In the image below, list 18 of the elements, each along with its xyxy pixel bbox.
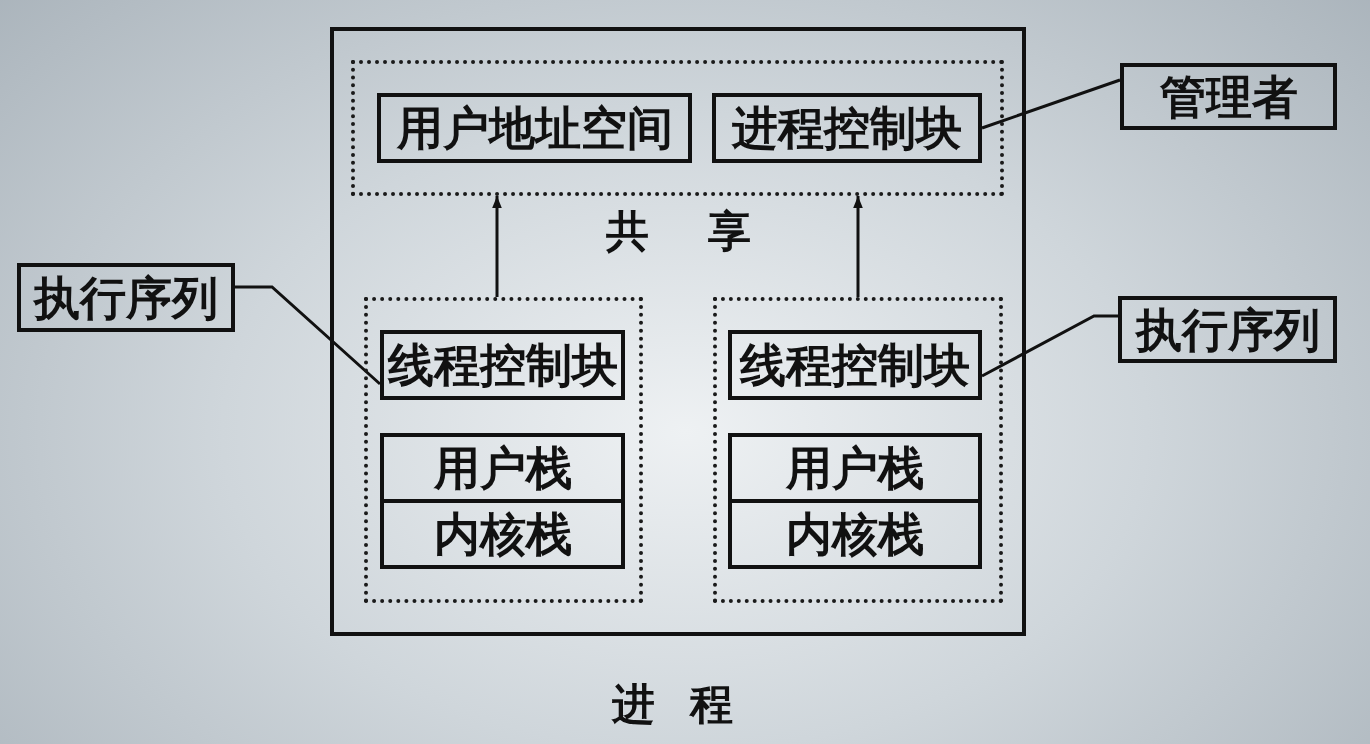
dotted-group-frame — [364, 297, 643, 603]
arrow — [853, 196, 863, 297]
text-box: 用户地址空间 — [377, 93, 692, 163]
callout-box: 执行序列 — [1118, 296, 1337, 363]
frame-caption: 进程 — [612, 682, 733, 726]
arrow — [492, 196, 502, 297]
text-box: 线程控制块 — [728, 330, 982, 400]
text-box: 线程控制块 — [380, 330, 625, 400]
dotted-group-frame — [351, 60, 1004, 196]
text-box: 进程控制块 — [712, 93, 982, 163]
leader-line — [981, 314, 1118, 378]
leader-line — [981, 78, 1121, 130]
text-label: 共享 — [606, 209, 751, 253]
leader-line — [235, 285, 381, 386]
callout-box: 管理者 — [1120, 63, 1337, 130]
dotted-group-frame — [713, 297, 1003, 603]
outer-frame — [330, 27, 1026, 636]
callout-box: 执行序列 — [17, 263, 235, 332]
